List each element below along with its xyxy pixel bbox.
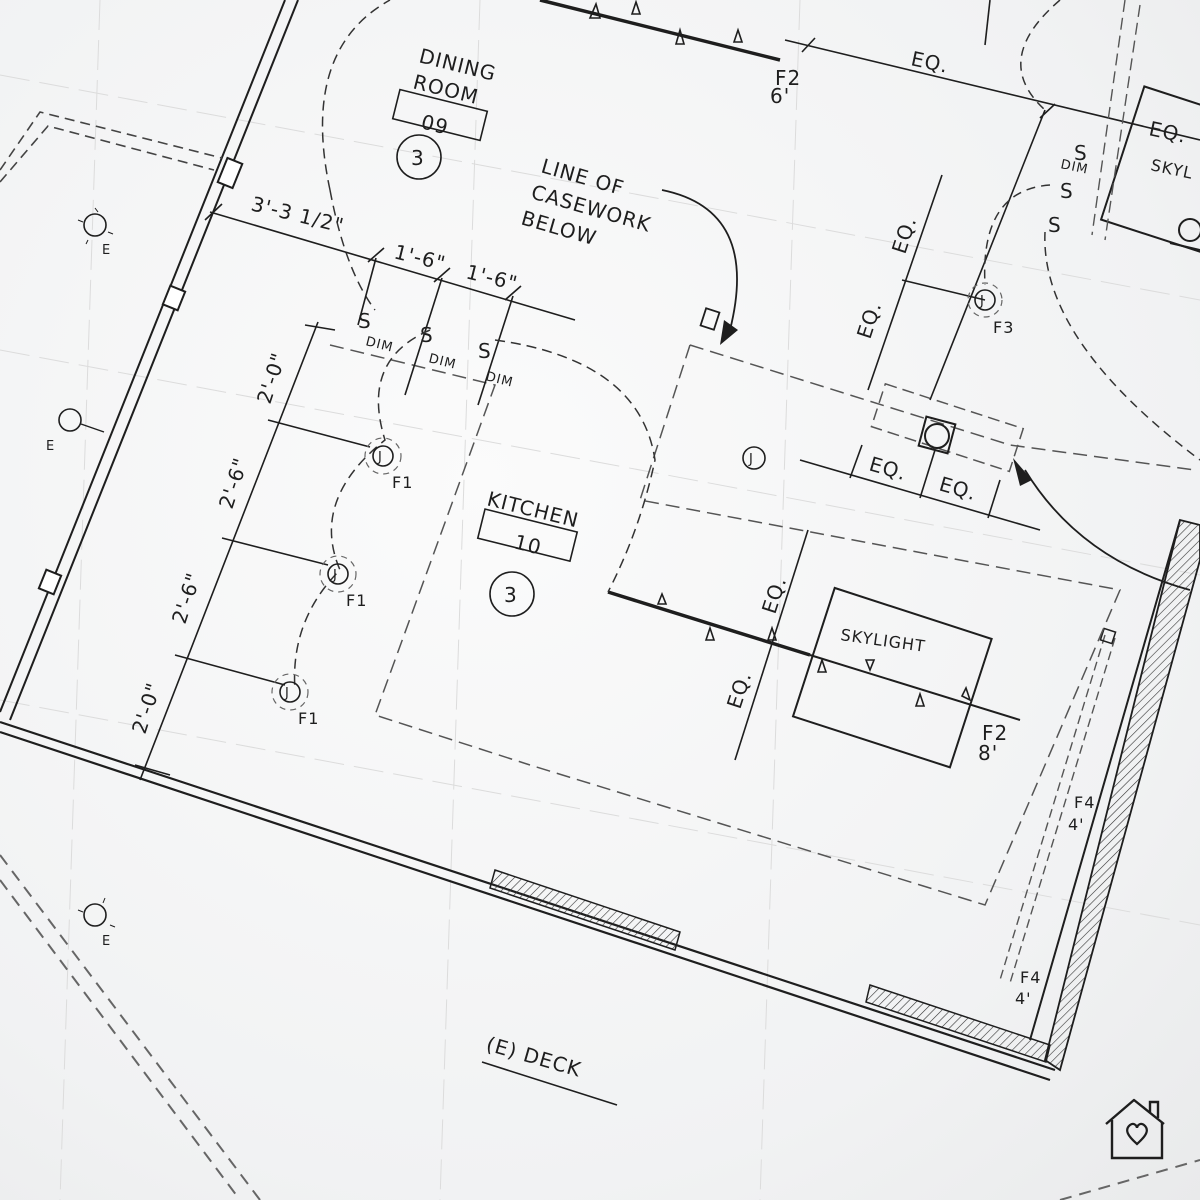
svg-text:E: E	[102, 243, 111, 258]
kitchen-name: KITCHEN	[485, 487, 582, 533]
eq-label-top-right: EQ.	[1147, 116, 1189, 147]
kitchen-number: 10	[512, 530, 544, 560]
switch-group-top-right: S DIM S S	[1048, 141, 1090, 237]
top-eq-dimension	[784, 0, 1200, 401]
svg-text:J: J	[377, 450, 383, 465]
svg-text:F1: F1	[346, 591, 367, 610]
track-light-heads	[588, 0, 972, 707]
range-eq-dimension	[799, 444, 1041, 531]
exterior-light-1: E	[77, 207, 114, 258]
adjacent-room-outline	[0, 111, 223, 183]
range-leader-arrow	[1013, 458, 1032, 486]
eq-dimension-right	[867, 174, 986, 391]
top-dimension-string	[204, 203, 576, 406]
skylight-right-label: SKYL	[1149, 155, 1195, 182]
dim-left-3: 2'-6"	[167, 569, 206, 626]
f2-8-label: F2	[982, 721, 1008, 745]
track-light-lines	[539, 0, 811, 657]
svg-text:DIM: DIM	[427, 351, 458, 372]
kitchen-tag-circle	[489, 571, 535, 617]
svg-text:E: E	[102, 934, 111, 949]
dimmer-label: DIM	[1059, 157, 1090, 178]
left-dimension-string	[134, 321, 371, 781]
dim-left-1: 2'-0"	[252, 349, 291, 406]
east-casework	[999, 634, 1116, 984]
svg-text:J: J	[332, 568, 338, 583]
range-leader	[1024, 469, 1191, 591]
east-wall-inner	[1029, 519, 1181, 1041]
eq-label-sky-2: EQ.	[722, 668, 756, 711]
wall-hatch-2	[865, 984, 1051, 1063]
leader-arrow	[720, 320, 738, 345]
casework-leader	[661, 189, 738, 331]
dining-wiring-arc	[321, 0, 391, 191]
svg-text:DIM: DIM	[484, 369, 515, 390]
kitchen-wiring-arc	[494, 339, 656, 593]
dimmer-switches: S DIM S DIM S DIM	[358, 309, 515, 391]
f2-8-height: 8'	[978, 741, 998, 765]
junction-box-center: J	[742, 446, 766, 470]
junction-f3: J F3	[967, 282, 1014, 337]
svg-text:J: J	[748, 452, 754, 467]
svg-text:J: J	[284, 686, 290, 701]
svg-text:F1: F1	[392, 473, 413, 492]
deck-outline	[0, 854, 1200, 1200]
dim-seg1: 1'-6"	[392, 240, 449, 276]
pendant-wiring	[293, 329, 431, 691]
svg-text:E: E	[46, 439, 55, 454]
wall-hatch-1	[489, 869, 681, 951]
svg-text:S: S	[420, 323, 434, 347]
eq-label-v2: EQ.	[852, 298, 886, 341]
casework-outline	[329, 344, 1196, 906]
eq-label-sky-1: EQ.	[757, 573, 791, 616]
dining-number-box	[391, 88, 489, 142]
deck-underline	[481, 1061, 618, 1106]
range-outline	[870, 382, 1025, 473]
dining-tag: 3	[411, 146, 425, 170]
deck-label: (E) DECK	[484, 1032, 585, 1082]
west-wall	[0, 0, 299, 721]
kitchen-tag: 3	[504, 583, 518, 607]
dining-tag-circle	[396, 134, 442, 180]
pendant-f1-3: J F1	[271, 673, 319, 728]
skylight-eq-dimension	[734, 529, 809, 761]
switch-symbol: S	[1060, 179, 1074, 203]
skylight-label: SKYLIGHT	[839, 625, 926, 656]
f4-height-2: 4'	[1015, 989, 1032, 1008]
pendant-f1-1: J F1	[364, 437, 413, 492]
house-heart-icon	[1105, 1098, 1165, 1160]
f4-label-2: F4	[1020, 968, 1041, 987]
switch-wiring	[983, 0, 1200, 461]
right-skylight-box	[1099, 85, 1200, 255]
east-wall	[1043, 518, 1200, 1072]
range-fixture-circle	[924, 423, 950, 449]
f2-6-height: 6'	[770, 84, 790, 108]
eq-label-range-1: EQ.	[867, 452, 910, 485]
svg-text:S: S	[358, 309, 372, 333]
f4-label-1: F4	[1074, 793, 1095, 812]
svg-text:S: S	[478, 339, 492, 363]
outlet-box	[699, 307, 721, 331]
f4-height-1: 4'	[1068, 815, 1085, 834]
eq-label-top: EQ.	[909, 46, 951, 77]
f2-6-label: F2	[775, 66, 801, 90]
svg-text:J: J	[979, 294, 985, 309]
exterior-light-3: E	[77, 897, 116, 949]
svg-text:DIM: DIM	[364, 334, 395, 355]
range-fixture	[917, 415, 957, 455]
eq-label-range-2: EQ.	[937, 472, 980, 505]
skylight-box	[791, 586, 993, 769]
switch-symbol: S	[1074, 141, 1088, 165]
exterior-light-2: E	[46, 408, 105, 454]
f3-label: F3	[993, 318, 1014, 337]
svg-text:F1: F1	[298, 709, 319, 728]
switch-symbol: S	[1048, 213, 1062, 237]
pendant-f1-2: J F1	[319, 555, 367, 610]
kitchen-number-box	[476, 508, 579, 563]
right-pendant	[1169, 218, 1200, 251]
